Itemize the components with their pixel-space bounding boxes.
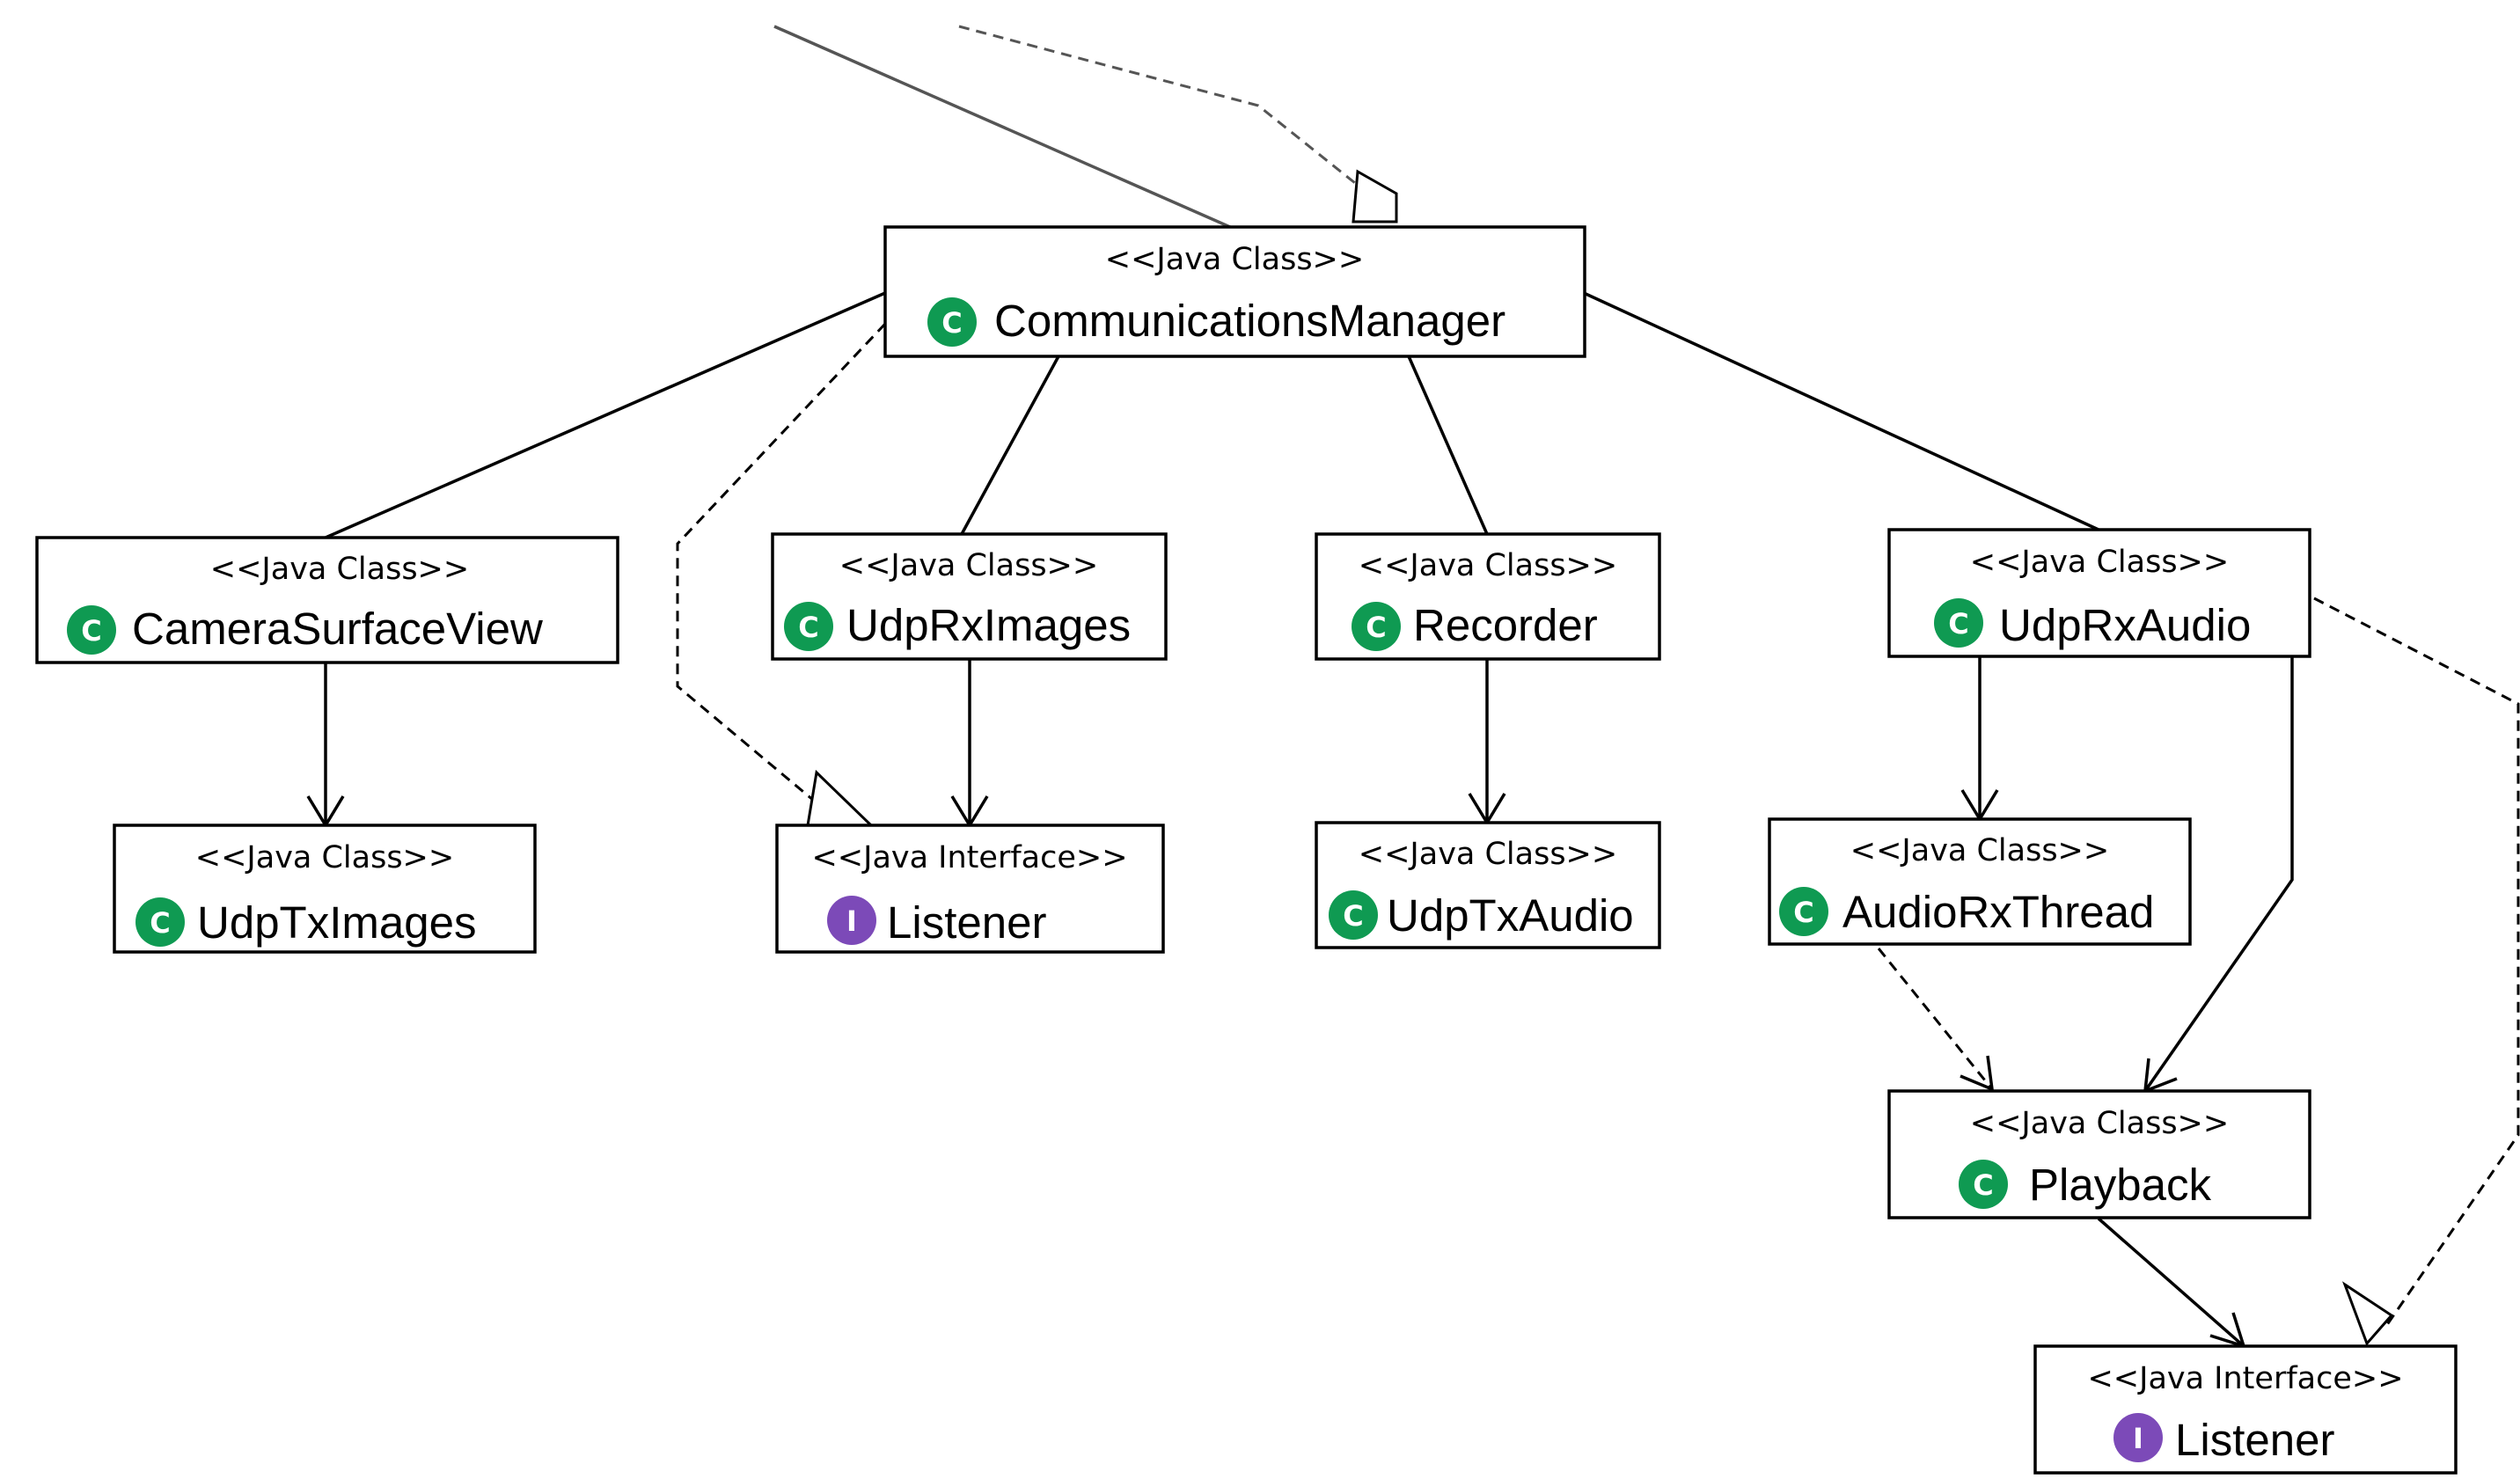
edge-communications-manager-to-camera-surface-view: [325, 291, 886, 539]
svg-text:C: C: [81, 614, 101, 648]
interface-icon: I: [827, 896, 876, 945]
class-node-udp-tx-audio[interactable]: <<Java Class>> C UdpTxAudio: [1315, 821, 1661, 949]
svg-text:C: C: [1366, 611, 1386, 644]
class-name: UdpRxImages: [846, 600, 1131, 650]
edge-playback-to-listener: [2097, 1217, 2245, 1348]
svg-text:C: C: [798, 611, 818, 644]
stereotype-label: <<Java Class>>: [839, 548, 1098, 583]
class-name: UdpTxImages: [197, 897, 476, 948]
interface-node-listener-2[interactable]: <<Java Interface>> I Listener: [2033, 1344, 2458, 1475]
realization-triangle-listener: [806, 769, 875, 827]
class-name: CommunicationsManager: [994, 296, 1505, 346]
svg-text:I: I: [846, 904, 857, 938]
stereotype-label: <<Java Class>>: [1850, 833, 2109, 868]
class-node-recorder[interactable]: <<Java Class>> C Recorder: [1315, 532, 1661, 661]
edge-communications-manager-to-udp-rx-images: [960, 355, 1060, 535]
stereotype-label: <<Java Interface>>: [811, 840, 1127, 875]
class-name: Playback: [2029, 1160, 2211, 1210]
class-node-udp-rx-audio[interactable]: <<Java Class>> C UdpRxAudio: [1887, 528, 2311, 658]
edge-communications-manager-to-recorder: [1407, 355, 1489, 535]
edge-udp-rx-audio-to-playback: [2143, 656, 2294, 1092]
svg-text:C: C: [1973, 1168, 1993, 1202]
class-icon: C: [1934, 598, 1983, 648]
class-node-udp-tx-images[interactable]: <<Java Class>> C UdpTxImages: [113, 824, 537, 954]
edge-communications-manager-to-udp-rx-audio: [1583, 291, 2099, 531]
svg-text:C: C: [1793, 896, 1813, 929]
class-name: Recorder: [1413, 600, 1598, 650]
interface-node-listener-1[interactable]: <<Java Interface>> I Listener: [775, 824, 1165, 954]
stereotype-label: <<Java Class>>: [1970, 1106, 2229, 1141]
class-node-playback[interactable]: <<Java Class>> C Playback: [1887, 1089, 2311, 1219]
stereotype-label: <<Java Class>>: [210, 552, 469, 587]
svg-text:C: C: [941, 306, 962, 340]
edge-udp-rx-audio-realizes-listener: [2313, 597, 2520, 1329]
class-name: UdpTxAudio: [1387, 890, 1634, 941]
stereotype-label: <<Java Class>>: [1359, 837, 1617, 872]
edge-offscreen-realization-to-communications-manager: [958, 25, 1369, 195]
interface-name: Listener: [2175, 1415, 2334, 1465]
stereotype-label: <<Java Class>>: [195, 840, 454, 875]
svg-text:C: C: [1948, 607, 1968, 641]
class-icon: C: [784, 602, 833, 651]
class-icon: C: [136, 897, 185, 947]
stereotype-label: <<Java Interface>>: [2087, 1361, 2403, 1396]
arrowhead-playback-from-audio-rx-thread: [1960, 1055, 1995, 1092]
svg-text:I: I: [2133, 1422, 2143, 1455]
interface-name: Listener: [887, 897, 1046, 948]
realization-triangle-listener-2: [2341, 1281, 2394, 1346]
class-node-camera-surface-view[interactable]: <<Java Class>> C CameraSurfaceView: [35, 536, 619, 664]
class-icon: C: [1352, 602, 1401, 651]
stereotype-label: <<Java Class>>: [1970, 545, 2229, 580]
class-name: UdpRxAudio: [1999, 600, 2251, 650]
edge-communications-manager-realizes-listener: [676, 322, 887, 802]
class-icon: C: [67, 605, 116, 655]
class-node-audio-rx-thread[interactable]: <<Java Class>> C AudioRxThread: [1768, 817, 2192, 946]
class-name: CameraSurfaceView: [132, 604, 543, 654]
stereotype-label: <<Java Class>>: [1105, 242, 1364, 277]
class-name: AudioRxThread: [1842, 887, 2154, 937]
class-icon: C: [927, 297, 977, 347]
class-icon: C: [1779, 887, 1828, 936]
class-node-communications-manager[interactable]: <<Java Class>> C CommunicationsManager: [883, 225, 1586, 358]
svg-text:C: C: [1343, 899, 1363, 933]
class-icon: C: [1329, 890, 1378, 940]
realization-triangle-communications-manager: [1352, 169, 1398, 223]
stereotype-label: <<Java Class>>: [1359, 548, 1617, 583]
edge-offscreen-to-communications-manager: [773, 25, 1231, 229]
svg-text:C: C: [150, 906, 170, 940]
class-icon: C: [1959, 1160, 2008, 1209]
class-node-udp-rx-images[interactable]: <<Java Class>> C UdpRxImages: [771, 532, 1168, 661]
interface-icon: I: [2113, 1413, 2163, 1462]
edge-audio-rx-thread-depends-playback: [1877, 948, 1994, 1090]
